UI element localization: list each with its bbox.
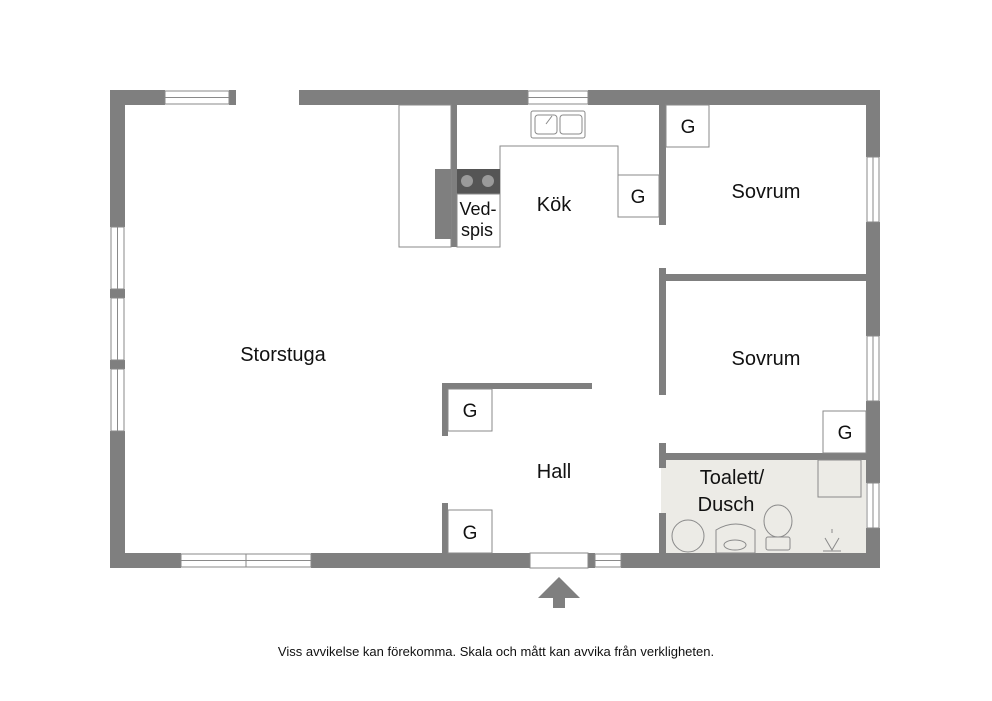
washing-machine-icon [671,519,705,553]
entrance-arrow-icon [538,577,580,608]
wardrobe-2 [617,174,660,218]
room-label-sovrum-2: Sovrum [732,348,801,370]
room-label-storstuga: Storstuga [240,344,326,366]
wardrobe-4 [447,509,493,554]
wardrobe-1 [665,104,710,148]
toilet-icon [763,504,793,551]
wardrobe-label-1: G [681,117,696,138]
bathroom-floor [661,460,866,553]
wardrobe-label-2: G [631,187,646,208]
vedspis-label-line1: Ved- [459,199,496,219]
wardrobe-3 [447,388,493,432]
wardrobe-label-3: G [463,401,478,422]
windows [110,90,880,568]
wardrobe-label-4: G [463,523,478,544]
floor-drain-icon [823,529,841,552]
room-label-sovrum-1: Sovrum [732,181,801,203]
wardrobe-label-5: G [838,423,853,444]
wardrobe-5 [822,410,867,454]
stove-icon [456,169,501,248]
room-label-toalett-line1: Toalett/ [700,467,765,489]
chimney [435,169,451,239]
room-label-hall: Hall [537,461,571,483]
vedspis-label-line2: spis [461,220,493,240]
washbasin-icon [715,523,756,554]
room-label-kok: Kök [537,194,572,216]
disclaimer-text: Viss avvikelse kan förekomma. Skala och … [277,644,715,659]
interior-walls [442,105,866,553]
shower-box [817,459,862,498]
entrance-threshold [529,552,589,569]
outer-walls [110,90,880,568]
room-label-toalett-line2: Dusch [698,494,755,516]
wardrobes [447,104,867,554]
sink-icon [530,110,586,139]
